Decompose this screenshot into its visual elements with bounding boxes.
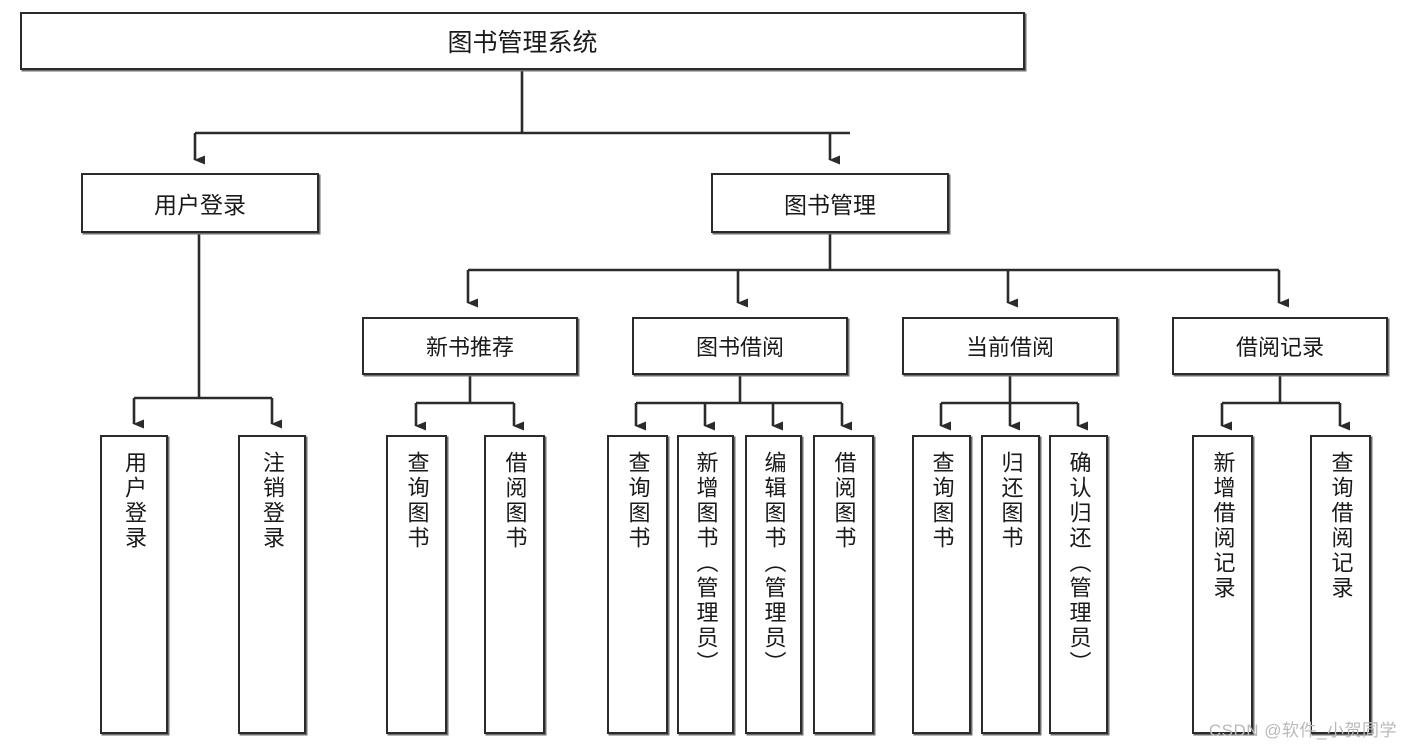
leaf-current-borrow-query[interactable]: 查询图书 [912,435,971,734]
node-label: 图书借阅 [695,335,784,360]
node-root-system[interactable]: 图书管理系统 [20,12,1025,70]
node-current-borrow[interactable]: 当前借阅 [902,317,1118,375]
node-label: 当前借阅 [965,335,1054,360]
node-new-book-recommend[interactable]: 新书推荐 [362,317,578,375]
node-label: 新增借阅记录 [1210,451,1236,601]
node-label: 用户登录 [154,192,246,218]
leaf-book-borrow-query[interactable]: 查询图书 [607,435,668,734]
node-label: 编辑图书（管理员） [761,451,787,676]
node-book-management[interactable]: 图书管理 [711,173,949,233]
node-label: 用户登录 [122,451,147,551]
node-label: 借阅图书 [831,451,857,551]
leaf-current-borrow-confirm-return[interactable]: 确认归还（管理员） [1049,435,1108,734]
leaf-borrow-record-query[interactable]: 查询借阅记录 [1310,435,1371,734]
leaf-current-borrow-return[interactable]: 归还图书 [981,435,1040,734]
leaf-book-borrow-edit[interactable]: 编辑图书（管理员） [745,435,802,734]
node-label: 查询图书 [404,451,430,551]
node-label: 查询图书 [625,451,651,551]
node-label: 确认归还（管理员） [1066,451,1092,676]
leaf-user-login-logout[interactable]: 注销登录 [238,435,306,734]
node-label: 新书推荐 [425,335,514,360]
node-label: 借阅图书 [502,451,528,551]
node-label: 图书管理系统 [447,29,598,57]
leaf-user-login-login[interactable]: 用户登录 [100,435,168,734]
node-label: 新增图书（管理员） [693,451,719,676]
node-label: 注销登录 [260,451,285,551]
leaf-book-borrow-add[interactable]: 新增图书（管理员） [677,435,734,734]
leaf-borrow-record-add[interactable]: 新增借阅记录 [1192,435,1253,734]
node-label: 借阅记录 [1235,335,1324,360]
node-borrow-record[interactable]: 借阅记录 [1172,317,1388,375]
node-book-borrow[interactable]: 图书借阅 [632,317,848,375]
node-label: 查询图书 [929,451,955,551]
leaf-new-book-query[interactable]: 查询图书 [386,435,447,734]
leaf-book-borrow-borrow[interactable]: 借阅图书 [813,435,874,734]
node-label: 查询借阅记录 [1328,451,1354,601]
node-label: 图书管理 [784,192,876,218]
csdn-watermark: CSDN @软件_小贺同学 [1208,721,1397,740]
node-user-login[interactable]: 用户登录 [81,173,319,233]
node-label: 归还图书 [998,451,1024,551]
leaf-new-book-borrow[interactable]: 借阅图书 [484,435,545,734]
